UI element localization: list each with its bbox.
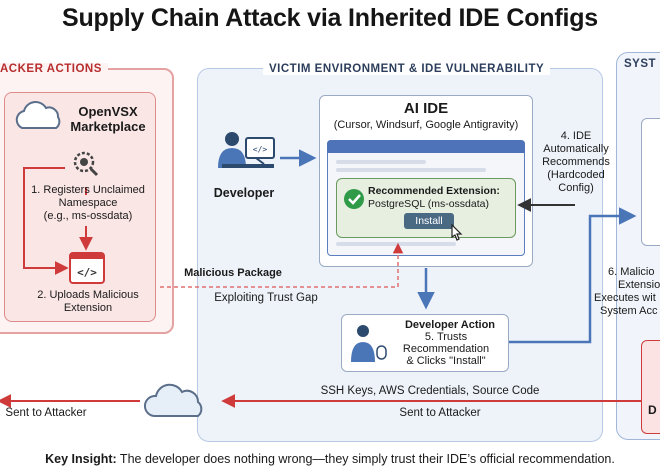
ide-subtitle: (Cursor, Windsurf, Google Antigravity) bbox=[333, 119, 519, 131]
install-button[interactable]: Install bbox=[404, 213, 454, 229]
ide-title: AI IDE bbox=[403, 100, 449, 117]
system-red-card bbox=[641, 340, 660, 434]
cursor-hand-icon bbox=[451, 223, 463, 241]
step4-line1: 4. IDE bbox=[560, 130, 592, 142]
step1-line3: (e.g., ms-ossdata) bbox=[43, 210, 133, 222]
marketplace-title-line1: OpenVSX bbox=[78, 104, 138, 119]
victim-zone-label: VICTIM ENVIRONMENT & IDE VULNERABILITY bbox=[263, 63, 551, 75]
exfil-right-label: Sent to Attacker bbox=[399, 407, 481, 419]
exploiting-trust-gap-label: Exploiting Trust Gap bbox=[214, 292, 318, 304]
step4-line5: Config) bbox=[558, 182, 594, 194]
check-icon bbox=[344, 189, 364, 209]
exfil-data-label: SSH Keys, AWS Credentials, Source Code bbox=[320, 385, 540, 397]
key-insight-label: Key Insight: bbox=[45, 452, 117, 466]
ide-code-line bbox=[336, 160, 426, 164]
svg-text:</>: </> bbox=[77, 266, 97, 279]
step4-line2: Automatically bbox=[543, 143, 609, 155]
step6-line1: 6. Malicio bbox=[608, 266, 655, 278]
step5-line1: 5. Trusts bbox=[424, 331, 468, 343]
system-red-label: D bbox=[648, 403, 657, 417]
code-file-icon: </> bbox=[69, 252, 105, 284]
gear-search-icon bbox=[73, 151, 99, 177]
system-card bbox=[641, 118, 660, 246]
step1-line2: Namespace bbox=[58, 197, 118, 209]
ide-titlebar bbox=[327, 140, 525, 153]
ide-code-line bbox=[336, 168, 486, 172]
step4-line4: (Hardcoded bbox=[547, 169, 605, 181]
page-title: Supply Chain Attack via Inherited IDE Co… bbox=[62, 4, 598, 32]
step4-line3: Recommends bbox=[542, 156, 610, 168]
step6-line3: Executes wit bbox=[594, 292, 656, 304]
step2-line2: Extension bbox=[63, 302, 113, 314]
developer-action-title: Developer Action bbox=[404, 319, 496, 331]
svg-text:</>: </> bbox=[253, 145, 268, 154]
exfil-left-label: Sent to Attacker bbox=[5, 407, 87, 419]
user-mouse-icon bbox=[351, 325, 387, 362]
key-insight: Key Insight: The developer does nothing … bbox=[10, 452, 650, 466]
system-zone-label: SYST bbox=[622, 58, 659, 70]
step6-line4: System Acc bbox=[600, 305, 658, 317]
malicious-package-label: Malicious Package bbox=[184, 267, 282, 279]
step1-line1: 1. Registers Unclaimed bbox=[31, 184, 145, 196]
step5-line3: & Clicks "Install" bbox=[406, 355, 486, 367]
marketplace-title-line2: Marketplace bbox=[70, 119, 146, 134]
developer-icon: </> bbox=[218, 132, 275, 168]
cloud-icon bbox=[144, 383, 203, 417]
attacker-zone-label: ACKER ACTIONS bbox=[0, 63, 108, 75]
step5-line2: Recommendation bbox=[402, 343, 490, 355]
recommended-extension-name: PostgreSQL (ms-ossdata) bbox=[368, 198, 489, 210]
developer-label: Developer bbox=[213, 186, 275, 200]
step2-line1: 2. Uploads Malicious bbox=[37, 289, 139, 301]
key-insight-text: The developer does nothing wrong—they si… bbox=[116, 452, 615, 466]
recommended-extension-title: Recommended Extension: bbox=[368, 185, 500, 197]
developer-action-box bbox=[341, 314, 509, 372]
step6-line2: Extensio bbox=[618, 279, 660, 291]
cloud-icon bbox=[15, 101, 61, 129]
